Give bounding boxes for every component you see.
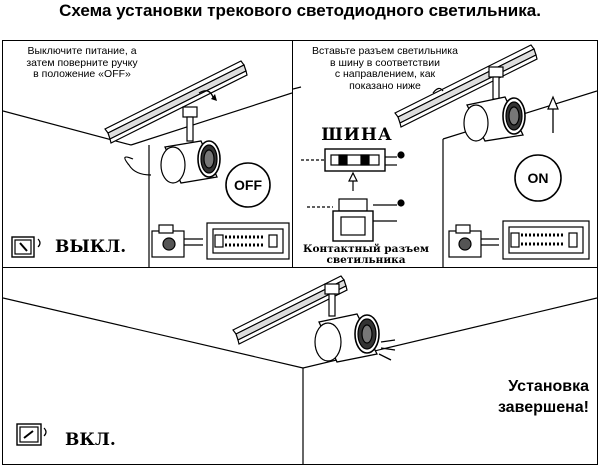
connector-label-line: светильника <box>326 254 406 266</box>
adapter-closeup <box>448 224 499 258</box>
up-arrow-icon <box>547 95 559 133</box>
lamp <box>463 66 526 142</box>
off-badge-label: OFF <box>234 177 262 193</box>
step1-instruction: Выключите питание, а затем поверните руч… <box>7 45 157 81</box>
luminaire-connector <box>307 198 405 242</box>
step1-illustration <box>3 60 292 267</box>
installation-complete-text: Установка завершена! <box>455 376 589 418</box>
light-rays-icon <box>378 339 396 361</box>
panel-step-1: Выключите питание, а затем поверните руч… <box>2 40 293 268</box>
step2-instruction-line: Вставьте разъем светильника <box>312 45 458 57</box>
wall-switch-off-icon <box>11 236 41 258</box>
step1-instruction-line: Выключите питание, а <box>27 45 137 57</box>
on-badge-label: ON <box>527 170 549 186</box>
connector-label-line: Контактный разъем <box>303 243 429 255</box>
step2-instruction-line: показано ниже <box>349 79 421 92</box>
step2-instruction: Вставьте разъем светильника в шину в соо… <box>301 45 469 92</box>
lamp <box>314 283 380 363</box>
lamp <box>160 140 221 184</box>
rail-section-closeup <box>502 220 590 260</box>
step2-illustration <box>293 44 597 267</box>
rail-label: ШИНА <box>321 125 393 145</box>
switch-on-label: ВКЛ. <box>65 430 116 450</box>
step2-instruction-line: в шину в соответствии <box>330 56 440 69</box>
rail-cross-section <box>301 148 405 172</box>
page-title: Схема установки трекового светодиодного … <box>59 1 541 20</box>
installation-complete-line: Установка <box>508 378 589 395</box>
step3-illustration <box>3 275 597 464</box>
installation-complete-line: завершена! <box>497 399 589 416</box>
track-rail <box>232 275 348 345</box>
rail-section-closeup <box>206 222 290 260</box>
step1-instruction-line: в положение «OFF» <box>33 68 131 80</box>
wall-switch-on-icon <box>16 423 47 446</box>
off-badge <box>225 162 271 208</box>
track-rail <box>104 60 248 144</box>
adapter-closeup <box>151 224 203 258</box>
panel-step-3: ВКЛ. Установка завершена! <box>2 267 598 465</box>
step2-instruction-line: с направлением, как <box>334 68 436 80</box>
connector-label: Контактный разъем светильника <box>299 244 433 266</box>
step1-instruction-line: затем поверните ручку <box>26 56 138 69</box>
panel-step-2: Вставьте разъем светильника в шину в соо… <box>292 40 598 268</box>
switch-off-label: ВЫКЛ. <box>55 237 127 257</box>
on-badge <box>514 154 562 202</box>
